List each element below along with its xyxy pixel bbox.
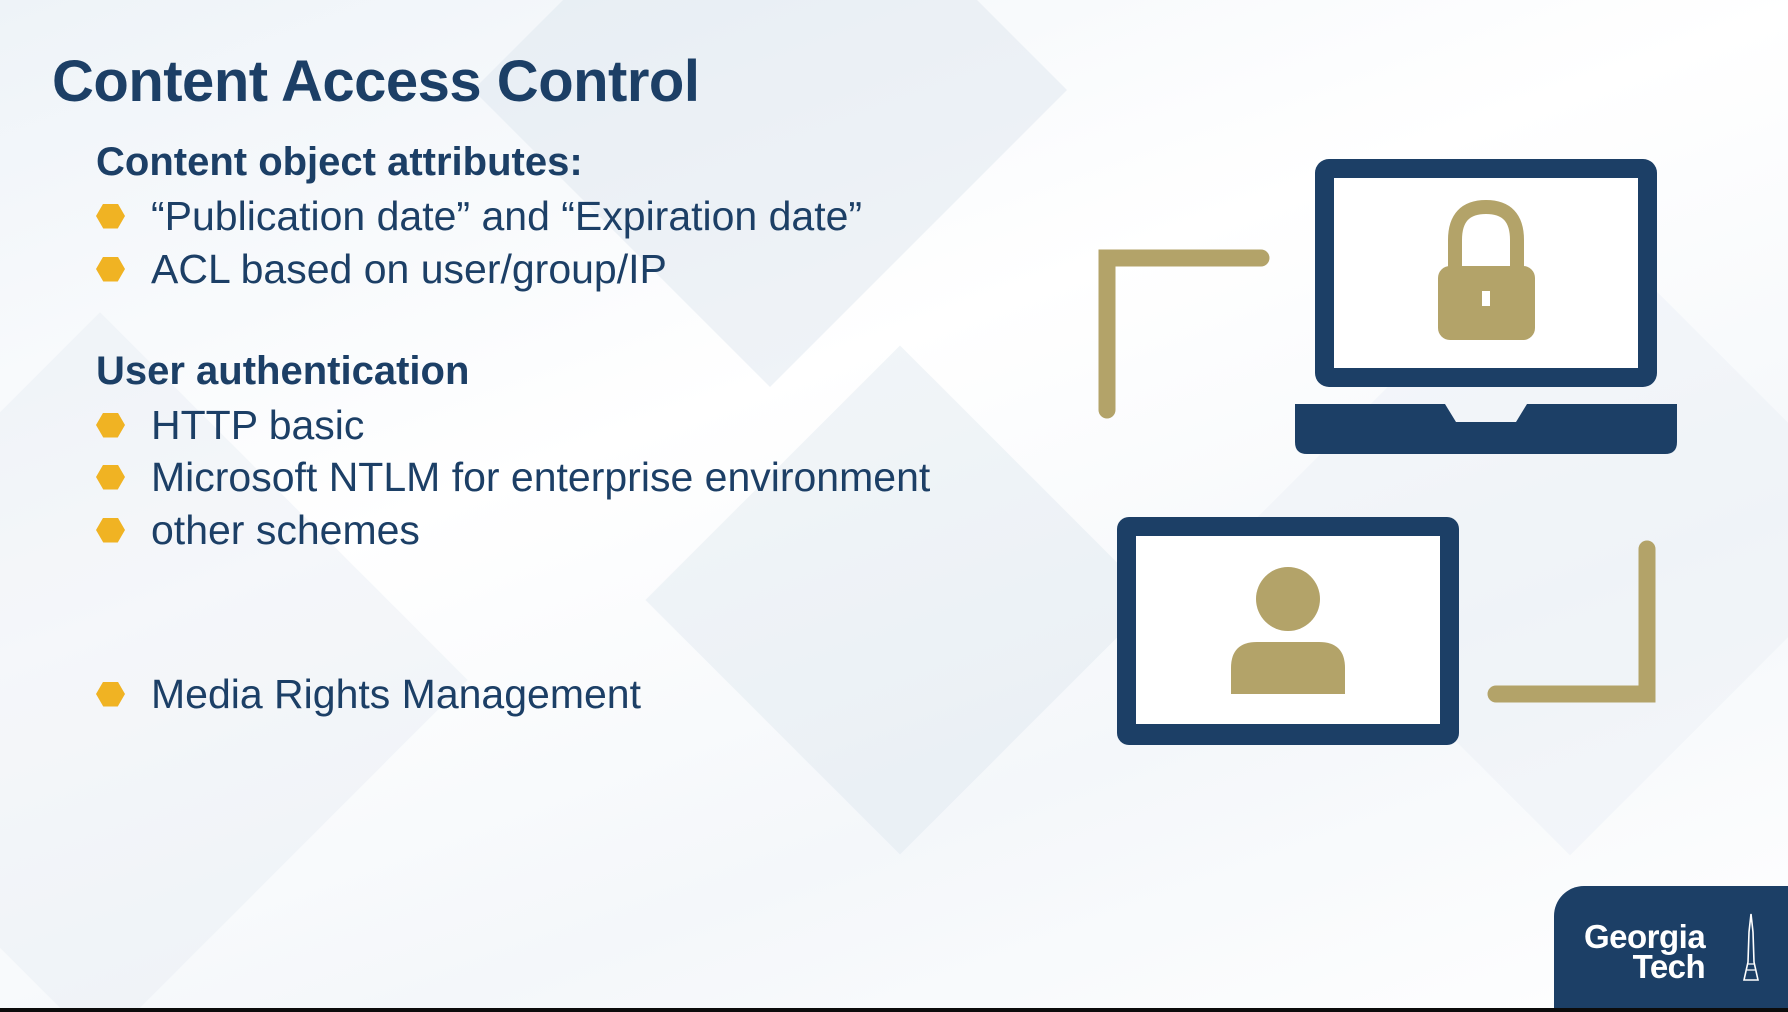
bottom-bar (0, 1008, 1788, 1012)
bullet-item: HTTP basic (96, 399, 364, 451)
lock-icon (1438, 199, 1535, 340)
hexagon-bullet-icon (96, 517, 125, 543)
hexagon-bullet-icon (96, 681, 125, 707)
bullet-text: ACL based on user/group/IP (151, 245, 667, 292)
bullet-item: Media Rights Management (96, 668, 641, 720)
bullet-item: “Publication date” and “Expiration date” (96, 190, 862, 242)
bullet-item: Microsoft NTLM for enterprise environmen… (96, 451, 930, 503)
logo-line-1: Georgia (1584, 918, 1706, 955)
logo-line-2: Tech (1632, 948, 1706, 985)
bracket-icon (1487, 540, 1656, 703)
section-heading-authentication: User authentication (96, 349, 470, 393)
georgia-tech-logo: Georgia Tech (1554, 886, 1788, 1008)
bullet-text: Microsoft NTLM for enterprise environmen… (151, 453, 931, 500)
bullet-text: “Publication date” and “Expiration date” (151, 192, 863, 239)
bracket-icon (1098, 249, 1270, 419)
bullet-item: ACL based on user/group/IP (96, 243, 667, 295)
logo-wordmark: Georgia Tech (1584, 918, 1706, 985)
slide-title: Content Access Control (52, 49, 700, 114)
bullet-item: other schemes (96, 504, 420, 556)
bullet-text: HTTP basic (151, 401, 365, 448)
bullet-text: Media Rights Management (151, 670, 641, 717)
user-icon (1231, 567, 1345, 694)
hexagon-bullet-icon (96, 203, 125, 229)
tech-tower-icon (1743, 913, 1759, 981)
section-heading-attributes: Content object attributes: (96, 140, 583, 184)
bullet-text: other schemes (151, 506, 420, 553)
